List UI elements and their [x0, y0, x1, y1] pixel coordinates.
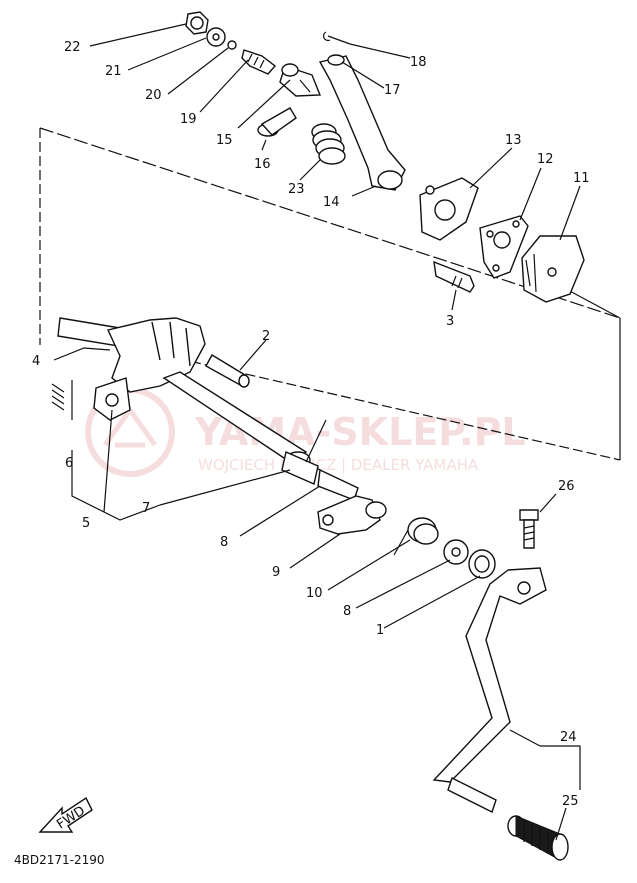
callout-1: 1 [376, 623, 384, 638]
callout-26: 26 [558, 479, 575, 494]
nut-22 [185, 11, 209, 35]
washer-17 [327, 54, 345, 66]
stopper-lever-9 [317, 495, 387, 535]
spring-10 [393, 517, 439, 556]
callout-10: 10 [306, 586, 323, 601]
callout-7: 7 [142, 501, 150, 516]
plate-12 [479, 215, 529, 279]
pin-2 [205, 354, 250, 388]
callout-8-upper: 8 [220, 535, 228, 550]
bolt-26 [519, 509, 539, 549]
callout-19: 19 [180, 112, 197, 127]
callout-13: 13 [505, 133, 522, 148]
washer-8-lower [443, 539, 469, 565]
callout-5: 5 [82, 516, 90, 531]
segment-11 [521, 235, 585, 303]
rubber-25 [507, 815, 569, 861]
callout-14: 14 [323, 195, 340, 210]
diagram-code: 4BD2171-2190 [14, 853, 105, 867]
shift-arm-14 [318, 55, 406, 191]
pin-16 [257, 107, 297, 137]
callout-3: 3 [446, 314, 454, 329]
callout-16: 16 [254, 157, 271, 172]
fwd-arrow-icon: FWD [38, 796, 93, 833]
spring-23 [311, 123, 346, 165]
clip-18 [322, 31, 351, 45]
leader-lines [53, 23, 581, 841]
o-ring-20 [227, 40, 237, 50]
callout-8-lower: 8 [343, 604, 351, 619]
callout-9: 9 [272, 565, 280, 580]
watermark-subtitle: WOJCIECH KOZICZ | DEALER YAMAHA [198, 456, 479, 474]
callout-labels: 22 21 20 19 15 16 23 14 18 17 13 12 11 3… [32, 40, 590, 809]
callout-17: 17 [384, 83, 401, 98]
callout-24: 24 [560, 730, 577, 745]
callout-12: 12 [537, 152, 554, 167]
joint-15 [279, 63, 322, 97]
oil-seal-1 [468, 549, 496, 579]
callout-21: 21 [105, 64, 122, 79]
segment-13 [419, 177, 479, 241]
callout-11: 11 [573, 171, 590, 186]
washer-21-hole [212, 33, 220, 41]
callout-20: 20 [145, 88, 162, 103]
callout-22: 22 [64, 40, 81, 55]
callout-2: 2 [262, 329, 270, 344]
bolt-19 [241, 49, 277, 75]
callout-6: 6 [65, 456, 73, 471]
callout-23: 23 [288, 182, 305, 197]
shift-shaft-7 [162, 371, 359, 501]
callout-25: 25 [562, 794, 579, 809]
callout-15: 15 [216, 133, 233, 148]
callout-18: 18 [410, 55, 427, 70]
callout-4: 4 [32, 354, 40, 369]
spring-6 [51, 383, 65, 411]
stud-bolt-3 [433, 260, 475, 293]
shift-fork-assembly [57, 317, 206, 421]
shift-pedal-24 [432, 567, 547, 813]
